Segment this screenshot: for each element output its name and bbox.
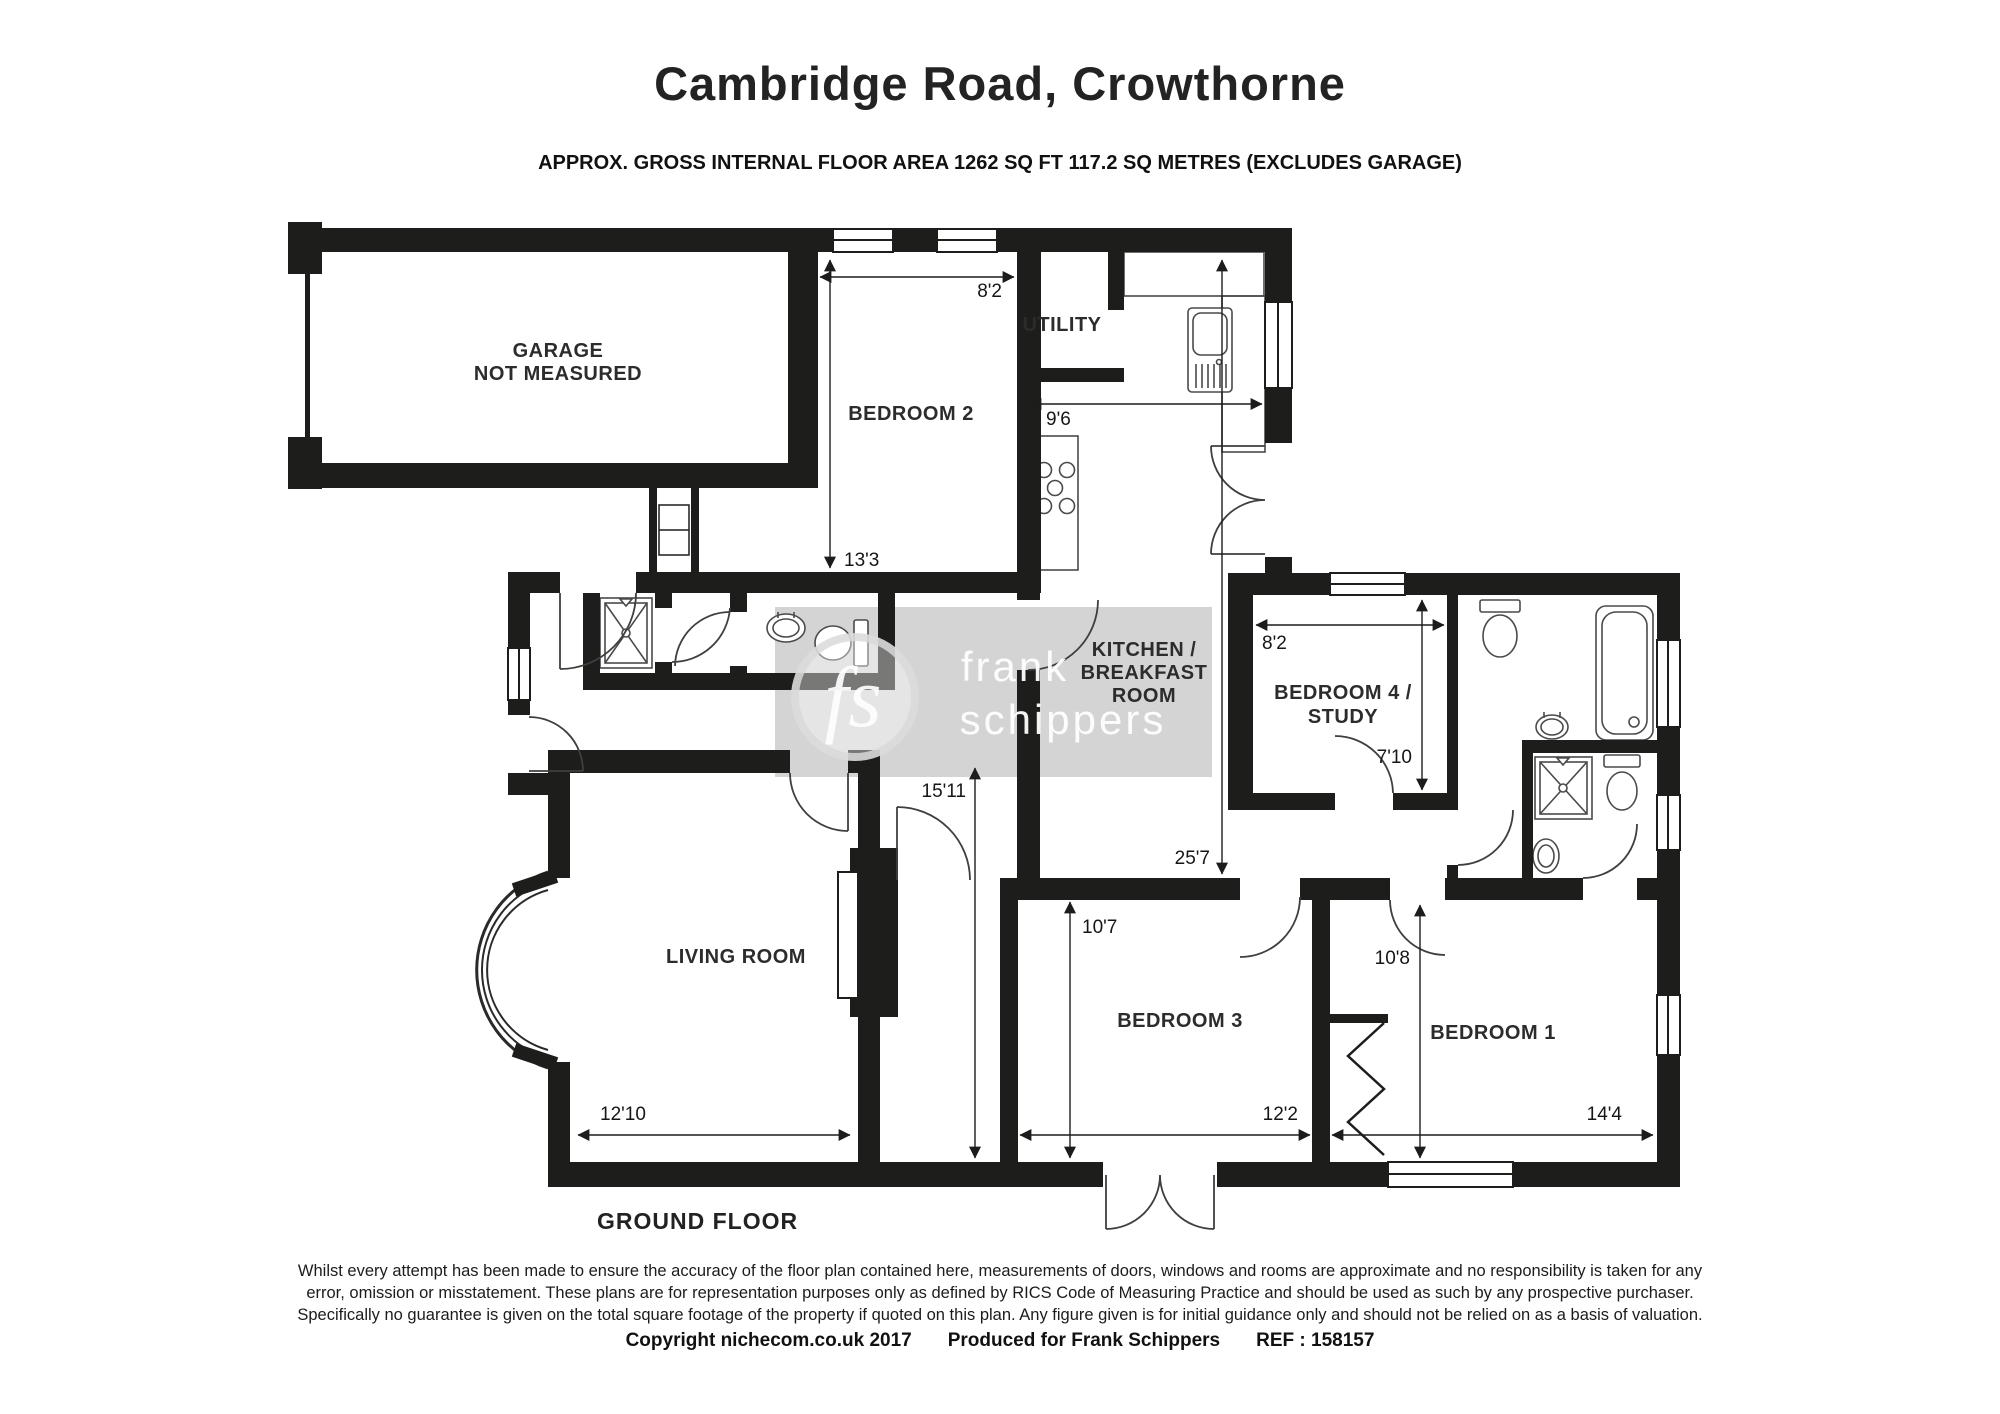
room-label-bedroom4-1: BEDROOM 4 / <box>1274 682 1412 704</box>
ensuite-shower-tray <box>1534 756 1593 820</box>
kitchen-door <box>1027 599 1099 671</box>
dimension-lines <box>577 259 1654 1159</box>
bedroom3-door <box>1239 896 1301 958</box>
kitchen-counter <box>1123 251 1265 297</box>
room-labels: GARAGE NOT MEASURED BEDROOM 2 UTILITY KI… <box>474 314 1556 1044</box>
disclaimer-line-1: Whilst every attempt has been made to en… <box>297 1262 1703 1280</box>
dim-bedroom2-length: 13'3 <box>844 550 879 571</box>
window <box>1656 639 1681 728</box>
ensuite-door <box>1582 823 1638 879</box>
kitchen-sink-icon <box>1187 307 1233 393</box>
room-label-bedroom3: BEDROOM 3 <box>1117 1010 1243 1032</box>
disclaimer: Whilst every attempt has been made to en… <box>150 1260 1850 1326</box>
watermark-initials: fs <box>824 649 881 745</box>
reference-number: REF : 158157 <box>1256 1330 1375 1351</box>
window <box>832 228 894 253</box>
copyright-text: Copyright nichecom.co.uk 2017 <box>625 1330 912 1351</box>
dim-bedroom4-width: 8'2 <box>1262 633 1287 654</box>
room-label-kitchen-2: BREAKFAST <box>1081 662 1208 684</box>
dim-kitchen-width: 9'6 <box>1046 409 1071 430</box>
bathroom-door <box>1457 809 1514 866</box>
page-title: Cambridge Road, Crowthorne <box>654 57 1346 110</box>
shower-tray <box>599 597 653 669</box>
bedroom4-door <box>1334 735 1394 794</box>
room-label-garage-2: NOT MEASURED <box>474 363 642 385</box>
bedroom1-door <box>1389 899 1446 956</box>
shower-room-door <box>671 607 731 663</box>
ensuite-toilet-icon <box>1603 754 1641 811</box>
ground-floor-label: GROUND FLOOR <box>597 1208 799 1234</box>
dim-bedroom2-width: 8'2 <box>977 281 1002 302</box>
wc-door <box>674 611 731 667</box>
ensuite-sink-icon <box>1532 838 1560 874</box>
window <box>1656 794 1681 851</box>
front-door <box>528 716 584 772</box>
window <box>1387 1161 1514 1188</box>
hall-door <box>896 806 971 881</box>
dim-bedroom4-length: 7'10 <box>1377 747 1412 768</box>
walls <box>288 222 1680 1187</box>
window <box>1329 572 1406 596</box>
watermark-name-2: schippers <box>960 696 1167 743</box>
window <box>507 647 531 701</box>
windows <box>507 228 1681 1188</box>
dim-living-length: 15'11 <box>922 781 967 802</box>
bathtub-icon <box>1595 605 1654 741</box>
dim-bedroom3-length: 10'7 <box>1082 917 1117 938</box>
window <box>1656 994 1681 1056</box>
room-label-kitchen-1: KITCHEN / <box>1092 639 1197 661</box>
back-door <box>1210 445 1266 555</box>
copyright-bar: Copyright nichecom.co.uk 2017 Produced f… <box>0 1330 2000 1352</box>
watermark-name-1: frank <box>961 643 1069 690</box>
bay-window <box>475 869 559 1071</box>
living-room-door <box>789 772 849 832</box>
doors <box>528 445 1638 1230</box>
french-doors <box>1105 1174 1215 1230</box>
dim-bedroom1-length: 10'8 <box>1375 948 1410 969</box>
watermark-logo: fs frank schippers <box>791 633 1167 761</box>
room-label-garage-1: GARAGE <box>513 340 604 362</box>
porch-window <box>649 488 699 572</box>
dim-living-width: 12'10 <box>600 1104 646 1125</box>
bathroom-sink-icon <box>1535 712 1569 740</box>
room-label-kitchen-3: ROOM <box>1112 685 1176 707</box>
bathroom-fixtures <box>1479 599 1654 874</box>
wc-sink-icon <box>766 612 806 643</box>
room-label-bedroom4-2: STUDY <box>1308 706 1378 728</box>
disclaimer-line-2: error, omission or misstatement. These p… <box>306 1284 1694 1302</box>
dim-kitchen-length: 25'7 <box>1175 848 1210 869</box>
toilet-icon <box>1479 599 1521 658</box>
produced-for-text: Produced for Frank Schippers <box>947 1330 1221 1351</box>
bedroom2-door <box>559 592 637 670</box>
fireplace <box>837 871 859 999</box>
room-label-utility: UTILITY <box>1022 314 1101 336</box>
window <box>1264 301 1293 389</box>
room-label-living: LIVING ROOM <box>666 946 806 968</box>
room-label-bedroom2: BEDROOM 2 <box>848 403 974 425</box>
floor-area-subtitle: APPROX. GROSS INTERNAL FLOOR AREA 1262 S… <box>538 152 1462 174</box>
dim-bedroom3-width: 12'2 <box>1263 1104 1298 1125</box>
disclaimer-line-3: Specifically no guarantee is given on th… <box>297 1306 1703 1324</box>
dimension-labels: 8'2 13'3 9'6 25'7 8'2 7'10 15'11 12'10 1… <box>600 281 1622 1125</box>
room-label-bedroom1: BEDROOM 1 <box>1430 1022 1556 1044</box>
hob-icon <box>1035 461 1076 515</box>
dim-bedroom1-width: 14'4 <box>1587 1104 1623 1125</box>
window <box>936 228 998 253</box>
